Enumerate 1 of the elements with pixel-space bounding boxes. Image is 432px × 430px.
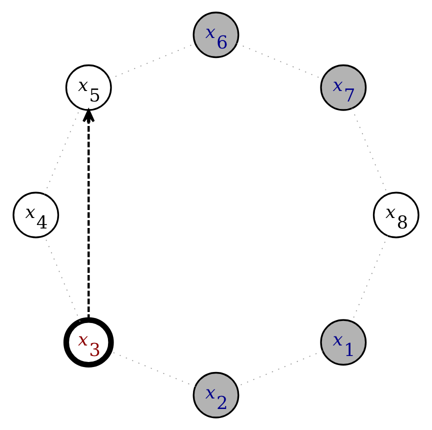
arrow bbox=[82, 109, 95, 320]
